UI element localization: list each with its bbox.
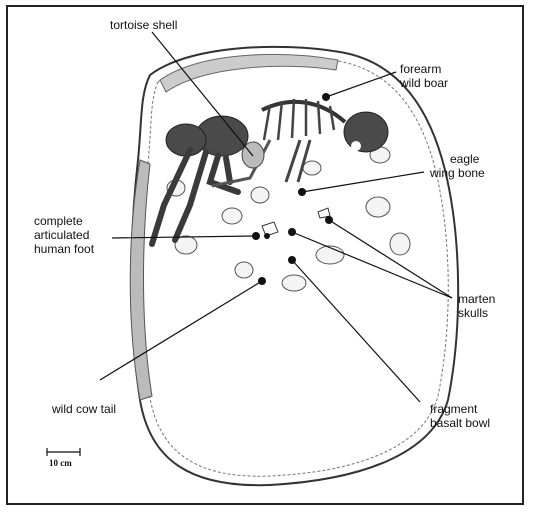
label-forearm-line2: wild boar xyxy=(400,76,448,90)
dot-eagle xyxy=(298,188,306,196)
skull xyxy=(344,112,388,152)
label-human-foot: complete articulated human foot xyxy=(34,214,94,256)
leader-cow xyxy=(100,281,262,380)
label-eagle-line1: eagle xyxy=(430,152,485,166)
dot-marten-1 xyxy=(325,216,333,224)
forearm-bones xyxy=(286,140,310,182)
label-tortoise-shell: tortoise shell xyxy=(110,18,177,32)
dot-marten-2 xyxy=(288,228,296,236)
stone-rim-top xyxy=(160,55,338,92)
label-forearm-line1: forearm xyxy=(400,62,448,76)
pelvis-left xyxy=(166,124,206,156)
label-basalt-bowl: fragment basalt bowl xyxy=(430,402,490,430)
leader-eagle xyxy=(302,172,424,192)
label-marten-line1: marten xyxy=(458,292,495,306)
leader-marten-1 xyxy=(329,220,452,298)
scale-bar-label: 10 cm xyxy=(49,458,72,468)
human-skeleton xyxy=(152,99,388,244)
leader-marten-2 xyxy=(292,232,452,298)
dot-foot-2 xyxy=(264,233,270,239)
dot-bowl xyxy=(288,256,296,264)
label-eagle-wing-bone: eagle wing bone xyxy=(430,152,485,180)
dot-foot xyxy=(252,232,260,240)
label-marten-skulls: marten skulls xyxy=(458,292,495,320)
scale-bar xyxy=(47,448,80,456)
label-foot-line1: complete xyxy=(34,214,94,228)
label-wild-cow-tail: wild cow tail xyxy=(52,402,116,416)
leg-bones xyxy=(152,150,238,244)
label-foot-line2: articulated xyxy=(34,228,94,242)
dot-cow xyxy=(258,277,266,285)
label-foot-line3: human foot xyxy=(34,242,94,256)
label-basalt-line1: fragment xyxy=(430,402,490,416)
leader-basalt xyxy=(292,260,420,402)
label-forearm-wild-boar: forearm wild boar xyxy=(400,62,448,90)
label-marten-line2: skulls xyxy=(458,306,495,320)
foot-bones xyxy=(262,222,278,236)
label-basalt-line2: basalt bowl xyxy=(430,416,490,430)
leader-forearm xyxy=(326,72,396,97)
dot-forearm xyxy=(322,93,330,101)
label-eagle-line2: wing bone xyxy=(430,166,485,180)
stone-rim-left xyxy=(130,160,152,400)
pit-outline xyxy=(132,47,459,485)
